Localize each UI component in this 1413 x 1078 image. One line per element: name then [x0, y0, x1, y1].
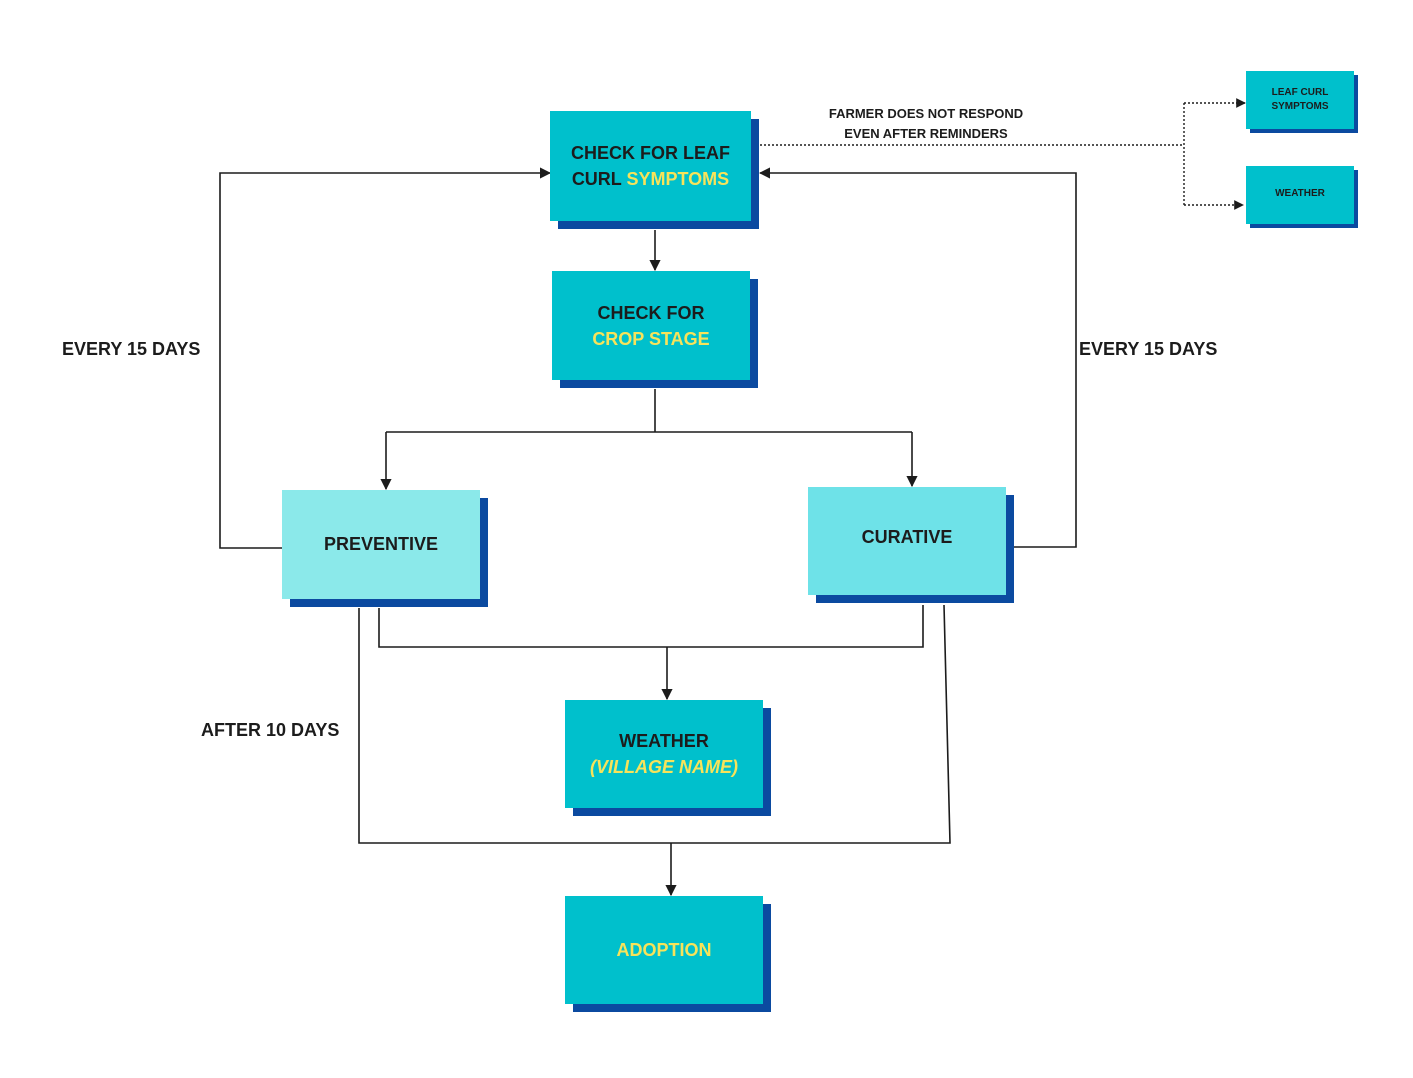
label-no-response-line1: FARMER DOES NOT RESPOND [828, 106, 1024, 121]
line-merge-to-weather [378, 605, 924, 648]
arrow-curative-loop [758, 167, 1077, 548]
node-adoption: ADOPTION [565, 896, 771, 1012]
node-text-line1: LEAF CURL [1271, 87, 1329, 98]
label-no-response: FARMER DOES NOT RESPOND EVEN AFTER REMIN… [796, 104, 1056, 144]
label-every-15-days-left: EVERY 15 DAYS [62, 339, 201, 359]
node-text-highlight: ADOPTION [616, 939, 712, 960]
label-no-response-line2: EVEN AFTER REMINDERS [844, 126, 1008, 141]
node-preventive: PREVENTIVE [282, 490, 488, 607]
node-text-line2: SYMPTOMS [1271, 101, 1329, 112]
node-text-highlight: SYMPTOMS [626, 169, 730, 189]
node-text: PREVENTIVE [323, 534, 439, 554]
node-text-highlight: CROP STAGE [592, 328, 710, 349]
node-check-crop-stage: CHECK FOR CROP STAGE [552, 271, 758, 388]
label-after-10-days: AFTER 10 DAYS [201, 720, 340, 740]
line-merge-to-adoption [358, 604, 951, 844]
label-every-15-days-right: EVERY 15 DAYS [1079, 339, 1218, 359]
node-check-leaf-curl: CHECK FOR LEAF CURL SYMPTOMS [550, 111, 759, 229]
node-text-plain: CURL [571, 169, 627, 189]
node-text-line1: CHECK FOR [597, 302, 705, 323]
arrow-preventive-loop [219, 167, 552, 549]
node-side-leaf-curl: LEAF CURL SYMPTOMS [1246, 71, 1358, 133]
node-text-highlight: (VILLAGE NAME) [590, 757, 738, 777]
node-text: WEATHER [1275, 187, 1325, 199]
node-text-line1: WEATHER [619, 731, 709, 751]
node-weather-village: WEATHER (VILLAGE NAME) [565, 700, 771, 816]
node-text: CURATIVE [861, 526, 953, 547]
node-side-weather: WEATHER [1246, 166, 1358, 228]
node-text-line1: CHECK FOR LEAF [571, 143, 730, 163]
node-curative: CURATIVE [808, 487, 1014, 603]
